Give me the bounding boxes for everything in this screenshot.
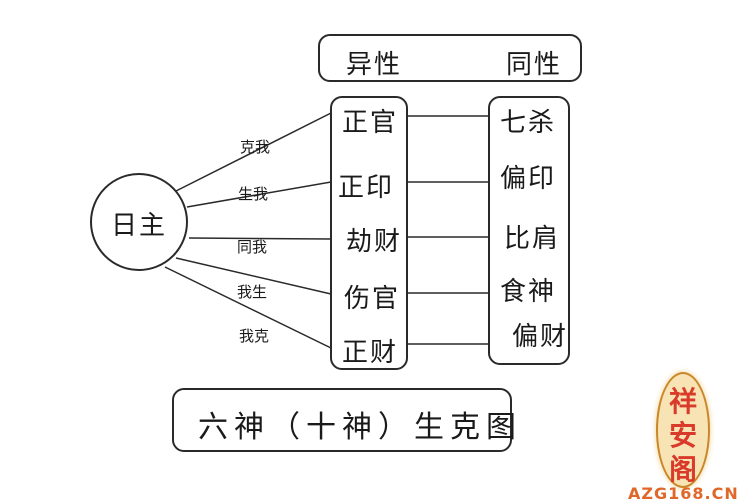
- relation-label: 同我: [237, 238, 268, 256]
- opposite-sex-label: 异性: [346, 50, 403, 80]
- ten-god-item: 偏印: [500, 164, 557, 194]
- seal-char: 祥: [668, 385, 697, 418]
- line-tong-wo: [188, 237, 332, 240]
- ten-god-item: 正财: [342, 338, 399, 368]
- caption-box: 六神（十神）生克图: [172, 388, 516, 452]
- relation-label: 克我: [240, 138, 271, 156]
- seal-stamp-icon: 祥 安 阁: [656, 372, 710, 488]
- ten-god-item: 伤官: [344, 284, 401, 314]
- relation-label: 我生: [237, 283, 268, 301]
- ten-god-item: 劫财: [346, 227, 403, 257]
- ten-god-item: 比肩: [504, 224, 561, 254]
- line-ke-wo: [175, 112, 332, 192]
- relation-label: 我克: [239, 327, 270, 345]
- diagram-title: 六神（十神）生克图: [198, 410, 522, 445]
- seal-char: 安: [668, 419, 697, 452]
- opposite-sex-column: 正官 正印 劫财 伤官 正财: [330, 96, 408, 370]
- ten-god-item: 食神: [500, 277, 557, 307]
- ten-god-item: 正官: [342, 108, 399, 138]
- line-wo-ke: [164, 266, 332, 349]
- ten-god-item: 七杀: [500, 108, 557, 138]
- watermark-text: AZG168.CN: [628, 484, 739, 503]
- relation-label: 生我: [238, 185, 269, 203]
- center-circle: [90, 173, 188, 271]
- center-node-label: 日主: [111, 211, 168, 241]
- same-sex-label: 同性: [506, 50, 563, 80]
- ten-god-item: 偏财: [512, 322, 569, 352]
- gender-header-box: 异性 同性: [318, 34, 582, 82]
- seal-char: 阁: [668, 453, 697, 486]
- line-wo-sheng: [175, 257, 332, 295]
- line-sheng-wo: [186, 181, 332, 208]
- ten-god-item: 正印: [338, 173, 395, 203]
- same-sex-column: 七杀 偏印 比肩 食神 偏财: [488, 96, 570, 365]
